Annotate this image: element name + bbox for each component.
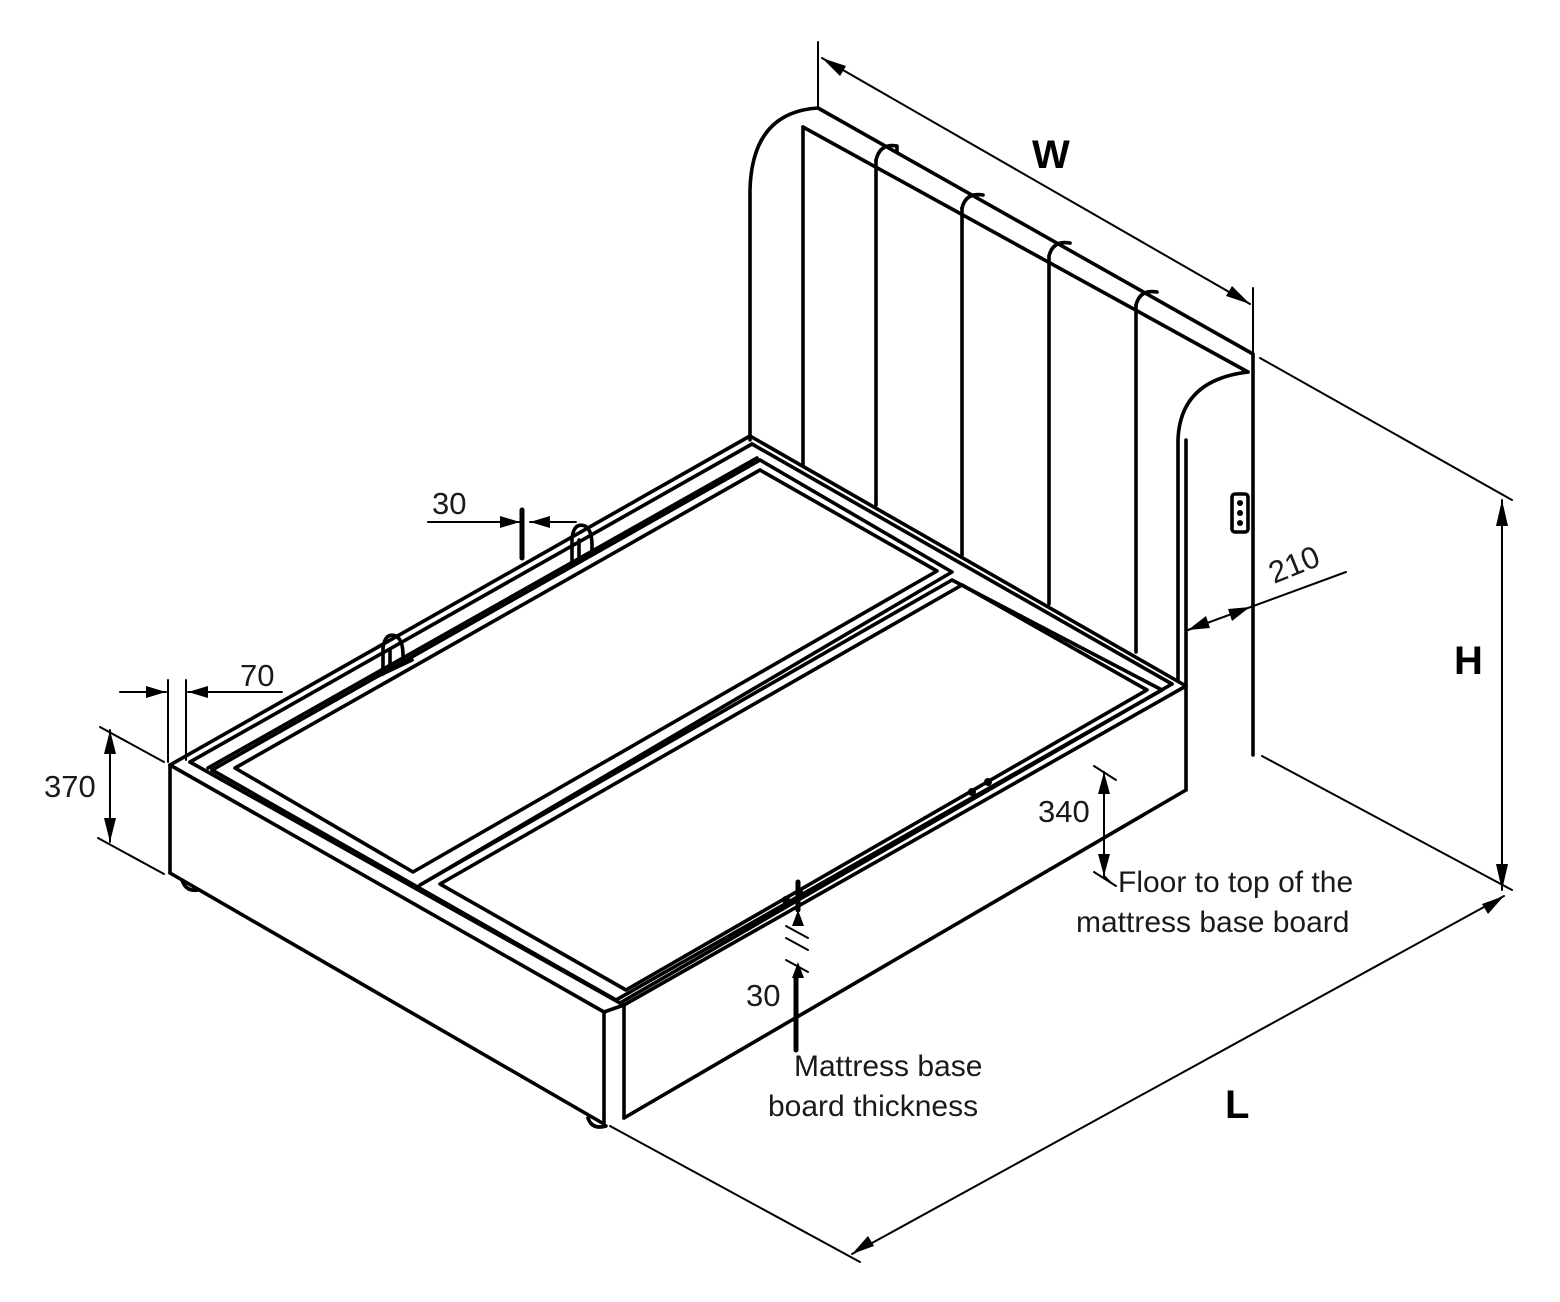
mattress-boards <box>210 458 1164 1002</box>
board-thickness-label: 30 <box>746 978 780 1013</box>
floor-to-base-label: 340 <box>1038 794 1090 829</box>
bed-frame <box>168 434 1188 1129</box>
width-label: W <box>1032 133 1070 177</box>
floor-note-line1: Floor to top of the <box>1118 866 1353 899</box>
floor-note-line2: mattress base board <box>1076 906 1349 939</box>
length-label: L <box>1225 1083 1249 1127</box>
frame-height-label: 370 <box>44 769 96 804</box>
dimension-lines <box>97 41 1513 1263</box>
board-note-line1: Mattress base <box>794 1050 982 1083</box>
side-rail-label: 70 <box>240 658 274 693</box>
board-note-line2: board thickness <box>768 1090 978 1123</box>
height-label: H <box>1454 639 1483 683</box>
lid-gap-label: 30 <box>432 486 466 521</box>
headboard <box>748 106 1255 792</box>
